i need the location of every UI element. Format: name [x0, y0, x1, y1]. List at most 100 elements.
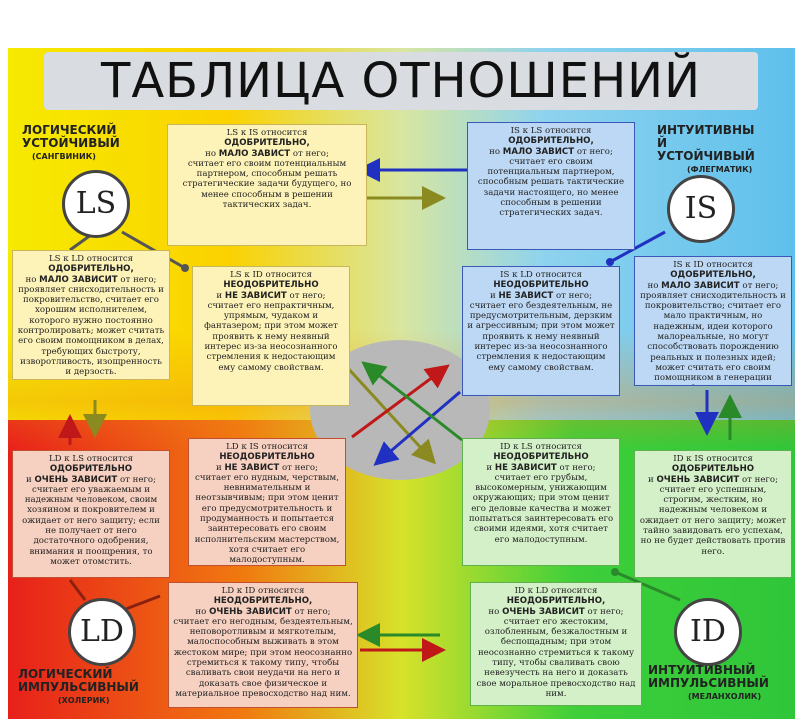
box-pre: но	[25, 274, 37, 285]
box-attitude: ОДОБРИТЕЛЬНО	[49, 464, 133, 475]
corner-ls-sub: (САНГВИНИК)	[32, 152, 96, 161]
box-post: от него;	[289, 290, 326, 301]
box-attitude: ОДОБРИТЕЛЬНО,	[670, 270, 756, 281]
box-head: LS к ID относится	[230, 270, 312, 280]
box-post: от него;	[119, 474, 156, 485]
arrow-id-to-ls	[361, 361, 463, 442]
corner-is-line1: ИНТУИТИВНЫ	[657, 123, 755, 137]
circle-is: IS	[667, 175, 735, 243]
arrow-is-to-ld	[373, 390, 461, 466]
box-attitude: НЕОДОБРИТЕЛЬНО	[493, 280, 589, 291]
corner-ld-line2: ИМПУЛЬСИВНЫЙ	[18, 680, 139, 694]
corner-id-line1: ИНТУИТИВНЫЙ	[648, 663, 756, 677]
corner-is-sub: (ФЛЕГМАТИК)	[687, 165, 753, 174]
box-head: LS к IS относится	[226, 128, 308, 138]
box-text: проявляет снисходительность и покровител…	[17, 284, 165, 378]
box-pre: но	[489, 146, 501, 157]
box-head: LD к IS относится	[226, 442, 308, 452]
connector-dot	[611, 568, 619, 576]
box-head: IS к LS относится	[510, 126, 592, 136]
box-dependence: НЕ ЗАВИСИТ	[224, 290, 287, 301]
circle-id: ID	[674, 598, 742, 666]
corner-id-line2: ИМПУЛЬСИВНЫЙ	[648, 676, 769, 690]
box-attitude: ОДОБРИТЕЛЬНО,	[224, 138, 310, 149]
box-text: проявляет снисходительность и покровител…	[640, 290, 786, 385]
box-head: IS к LD относится	[500, 270, 582, 280]
box-dependence: ОЧЕНЬ ЗАВИСИТ	[656, 474, 740, 485]
corner-is-line2: Й	[657, 136, 668, 150]
box-attitude: НЕОДОБРИТЕЛЬНО	[219, 452, 315, 463]
circle-ld: LD	[68, 598, 136, 666]
relation-box-id-ls: ID к LS относится НЕОДОБРИТЕЛЬНО и НЕ ЗА…	[462, 438, 620, 566]
connector-ld	[68, 579, 87, 601]
box-pre: но	[488, 606, 500, 617]
box-dependence: МАЛО ЗАВИСИТ	[661, 280, 740, 291]
connector-dot	[181, 264, 189, 272]
relation-box-is-id: IS к ID относится ОДОБРИТЕЛЬНО, но МАЛО …	[634, 256, 792, 386]
box-pre: и	[648, 474, 654, 485]
box-pre: но	[195, 606, 207, 617]
box-dependence: МАЛО ЗАВИСИТ	[39, 274, 118, 285]
box-pre: но	[647, 280, 659, 291]
relation-box-id-ld: ID к LD относится НЕОДОБРИТЕЛЬНО, но ОЧЕ…	[470, 582, 642, 706]
box-dependence: МАЛО ЗАВИСТ	[502, 146, 575, 157]
relation-box-ld-is: LD к IS относится НЕОДОБРИТЕЛЬНО и НЕ ЗА…	[188, 438, 346, 566]
box-head: LD к ID относится	[221, 586, 305, 596]
connector-is	[609, 230, 666, 264]
box-text: считает его уважаемым и надежным человек…	[22, 484, 160, 567]
box-post: от него;	[559, 462, 596, 473]
box-head: ID к LD относится	[514, 586, 598, 596]
box-attitude: НЕОДОБРИТЕЛЬНО	[493, 452, 589, 463]
relation-box-ls-ld: LS к LD относится ОДОБРИТЕЛЬНО, но МАЛО …	[12, 250, 170, 380]
box-post: от него;	[742, 280, 779, 291]
corner-label-ls: ЛОГИЧЕСКИЙ УСТОЙЧИВЫЙ (САНГВИНИК)	[22, 124, 120, 163]
corner-ld-line1: ЛОГИЧЕСКИЙ	[18, 667, 113, 681]
box-attitude: ОДОБРИТЕЛЬНО	[671, 464, 755, 475]
arrow-ls-to-id	[343, 363, 437, 465]
corner-id-sub: (МЕЛАНХОЛИК)	[688, 692, 762, 701]
relation-box-ld-id: LD к ID относится НЕОДОБРИТЕЛЬНО, но ОЧЕ…	[168, 582, 358, 708]
corner-ls-line2: УСТОЙЧИВЫЙ	[22, 136, 120, 150]
corner-label-is: ИНТУИТИВНЫ Й УСТОЙЧИВЫЙ (ФЛЕГМАТИК)	[657, 124, 755, 176]
box-text: считает его негодным, бездеятельным, неп…	[173, 616, 353, 699]
box-head: IS к ID относится	[673, 260, 753, 270]
corner-ld-sub: (ХОЛЕРИК)	[58, 696, 110, 705]
box-attitude: НЕОДОБРИТЕЛЬНО,	[213, 596, 313, 607]
box-post: от него;	[555, 290, 592, 301]
page-title: ТАБЛИЦА ОТНОШЕНИЙ	[44, 52, 758, 110]
box-text: считает его нудным, черствым, невнимател…	[194, 472, 340, 566]
relation-box-is-ls: IS к LS относится ОДОБРИТЕЛЬНО, но МАЛО …	[467, 122, 635, 250]
box-dependence: МАЛО ЗАВИСТ	[218, 148, 291, 159]
box-head: LS к LD относится	[48, 254, 134, 264]
corner-label-ld: ЛОГИЧЕСКИЙ ИМПУЛЬСИВНЫЙ (ХОЛЕРИК)	[18, 668, 139, 707]
box-post: от него;	[292, 148, 329, 159]
relation-box-is-ld: IS к LD относится НЕОДОБРИТЕЛЬНО и НЕ ЗА…	[462, 266, 620, 396]
box-text: считает его грубым, высокомерным, унижаю…	[468, 472, 614, 545]
box-post: от него;	[741, 474, 778, 485]
box-dependence: НЕ ЗАВИСТ	[498, 290, 554, 301]
box-attitude: ОДОБРИТЕЛЬНО,	[508, 136, 594, 147]
box-post: от него;	[587, 606, 624, 617]
corner-label-id: ИНТУИТИВНЫЙ ИМПУЛЬСИВНЫЙ (МЕЛАНХОЛИК)	[648, 664, 769, 703]
box-dependence: ОЧЕНЬ ЗАВИСИТ	[34, 474, 118, 485]
box-post: от него;	[120, 274, 157, 285]
box-text: считает его бездеятельным, не предусмотр…	[467, 300, 615, 373]
box-attitude: НЕОДОБРИТЕЛЬНО	[223, 280, 319, 291]
connector-id	[614, 570, 681, 602]
relation-box-ls-id: LS к ID относится НЕОДОБРИТЕЛЬНО и НЕ ЗА…	[192, 266, 350, 406]
relation-box-id-is: ID к IS относится ОДОБРИТЕЛЬНО и ОЧЕНЬ З…	[634, 450, 792, 578]
box-pre: и	[216, 290, 223, 301]
relation-box-ls-is: LS к IS относится ОДОБРИТЕЛЬНО, но МАЛО …	[167, 124, 367, 246]
corner-is-line3: УСТОЙЧИВЫЙ	[657, 149, 755, 163]
box-dependence: ОЧЕНЬ ЗАВИСИТ	[502, 606, 585, 617]
relation-box-ld-ls: LD к LS относится ОДОБРИТЕЛЬНО и ОЧЕНЬ З…	[12, 450, 170, 578]
box-text: считает его своим потенциальным партнеро…	[182, 158, 352, 211]
box-dependence: ОЧЕНЬ ЗАВИСИТ	[209, 606, 292, 617]
box-head: ID к IS относится	[673, 454, 753, 464]
box-attitude: НЕОДОБРИТЕЛЬНО,	[506, 596, 606, 607]
arrow-ld-to-is	[351, 364, 450, 439]
box-text: считает его своим потенциальным партнеро…	[477, 156, 625, 219]
box-head: ID к LS относится	[500, 442, 582, 452]
